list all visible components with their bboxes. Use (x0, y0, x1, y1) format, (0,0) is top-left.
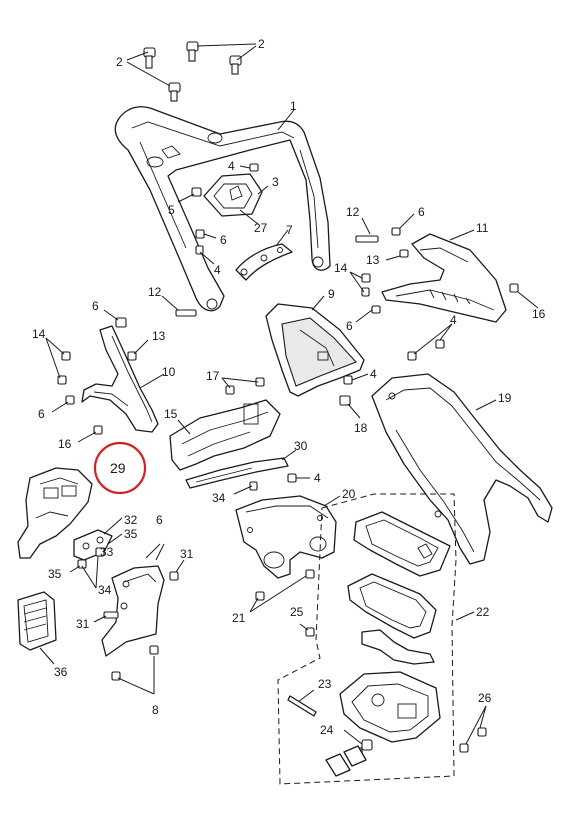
part-3-mount-block (203, 173, 269, 225)
part-7-bracket (235, 229, 293, 281)
callout-13: 13 (366, 253, 380, 267)
fasteners-10 (45, 295, 197, 443)
fasteners-8 (111, 645, 159, 695)
callout-4: 4 (214, 263, 221, 277)
callout-35: 35 (48, 567, 62, 581)
fasteners-15 (221, 377, 265, 395)
callout-16: 16 (58, 437, 72, 451)
fasteners-21 (249, 569, 315, 637)
callout-6: 6 (346, 319, 353, 333)
callout-6: 6 (92, 299, 99, 313)
small-fasteners-top (177, 163, 259, 265)
callout-25: 25 (290, 605, 304, 619)
fasteners-31 (93, 559, 185, 623)
part-30-strip (185, 449, 310, 495)
callout-33: 33 (100, 545, 114, 559)
part-1-grab-rail (114, 106, 331, 312)
kit-clips-24 (325, 729, 373, 777)
callout-22: 22 (476, 605, 490, 619)
callout-31: 31 (180, 547, 194, 561)
callout-2: 2 (258, 37, 265, 51)
callout-4: 4 (228, 159, 235, 173)
bolt (168, 82, 181, 102)
callout-5: 5 (168, 203, 175, 217)
kit-box-22 (277, 493, 475, 785)
kit-panel-top (353, 511, 451, 577)
callout-36: 36 (54, 665, 68, 679)
callout-6: 6 (38, 407, 45, 421)
callout-17: 17 (206, 369, 220, 383)
part-9-rear-cover (265, 295, 365, 397)
callout-24: 24 (320, 723, 334, 737)
callout-10: 10 (162, 365, 176, 379)
kit-rod-23 (287, 689, 317, 717)
callout-11: 11 (476, 221, 489, 235)
callout-20: 20 (342, 487, 356, 501)
callout-15: 15 (164, 407, 178, 421)
bolt (229, 55, 242, 75)
highlighted-callout-29[interactable]: 29 (93, 441, 147, 495)
callout-27: 27 (254, 221, 268, 235)
callout-4: 4 (314, 471, 321, 485)
bolt (143, 47, 156, 69)
fasteners-26 (459, 705, 487, 753)
part-28-bracket (101, 543, 165, 657)
kit-panel-frame (347, 573, 437, 639)
callout-26: 26 (478, 691, 492, 705)
fasteners-11 (349, 213, 539, 323)
callout-35: 35 (124, 527, 138, 541)
callout-13: 13 (152, 329, 166, 343)
callout-19: 19 (498, 391, 512, 405)
fasteners-33-35 (69, 547, 105, 589)
callout-1: 1 (290, 99, 297, 113)
callout-12: 12 (148, 285, 162, 299)
callout-32: 32 (124, 513, 138, 527)
callout-12: 12 (346, 205, 360, 219)
part-29-cover (17, 467, 93, 559)
part-20-lower-cover (235, 495, 341, 579)
callout-4: 4 (450, 313, 457, 327)
callout-18: 18 (354, 421, 368, 435)
part-15-tray (169, 399, 281, 471)
callout-6: 6 (156, 513, 163, 527)
bolt-group-2 (126, 41, 257, 102)
part-36-module (17, 591, 57, 665)
highlight-ring (93, 441, 147, 495)
part-10-bracket (81, 325, 165, 433)
callout-30: 30 (294, 439, 308, 453)
bolt (186, 41, 199, 62)
callout-34: 34 (212, 491, 226, 505)
callout-3: 3 (272, 175, 279, 189)
part-19-side-rail (371, 373, 553, 565)
callout-23: 23 (318, 677, 332, 691)
callout-29: 29 (110, 460, 126, 476)
callout-14: 14 (32, 327, 46, 341)
callout-9: 9 (328, 287, 335, 301)
callout-21: 21 (232, 611, 246, 625)
kit-tray-lower (339, 671, 441, 743)
callout-4: 4 (370, 367, 377, 381)
callout-8: 8 (152, 703, 159, 717)
callout-6: 6 (418, 205, 425, 219)
callout-34: 34 (98, 583, 112, 597)
callout-16: 16 (532, 307, 546, 321)
callout-6: 6 (220, 233, 227, 247)
callout-2: 2 (116, 55, 123, 69)
callout-labels: 2 2 1 4 3 5 27 6 7 4 12 6 11 13 14 16 9 … (32, 37, 546, 737)
callout-7: 7 (286, 223, 293, 237)
part-11-side-panel (381, 229, 507, 323)
fasteners-9 (339, 323, 453, 419)
callout-31: 31 (76, 617, 90, 631)
callout-14: 14 (334, 261, 348, 275)
kit-gasket (361, 629, 435, 665)
